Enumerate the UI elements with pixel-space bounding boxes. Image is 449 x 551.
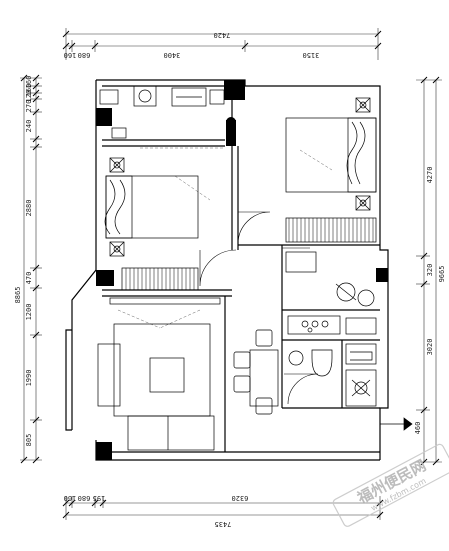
nightstand-top xyxy=(355,97,371,113)
second-bedroom xyxy=(104,157,199,291)
bed-pillows xyxy=(346,121,358,185)
tv-console xyxy=(109,297,221,305)
pillar-right-mid xyxy=(376,268,388,282)
balcony-fixtures xyxy=(99,85,225,139)
dim-top-3: 3400 xyxy=(164,51,181,59)
dim-left-9: 1990 xyxy=(25,370,33,387)
dim-left-4: 270 xyxy=(25,100,33,113)
dim-top-4: 3150 xyxy=(303,51,320,59)
pillar-bottom-left xyxy=(96,442,112,460)
dimension-text-right: 9665 4270 320 3020 460 xyxy=(414,167,446,435)
plant-icon xyxy=(226,117,236,127)
dimension-text-bottom: 160 680 195 6320 7435 xyxy=(64,494,249,528)
dim-right-4: 460 xyxy=(414,422,422,435)
dimension-text-top: 7420 160 680 3400 3150 xyxy=(64,31,320,59)
wardrobe-master-hatch xyxy=(288,218,374,242)
dining-table xyxy=(249,349,279,407)
bathroom xyxy=(288,343,377,407)
countertop-stove xyxy=(287,315,341,335)
sofa xyxy=(127,415,215,451)
dimension-text-left: 8865 160 160 120 270 240 2880 470 1200 1… xyxy=(14,76,33,447)
dim-left-2: 160 xyxy=(25,84,33,97)
rug xyxy=(113,323,211,417)
dim-left-7: 470 xyxy=(25,272,33,285)
washing-machine xyxy=(133,85,157,107)
washing-machine-drum xyxy=(138,89,152,103)
kitchen-appliance-2 xyxy=(357,289,375,307)
dim-bottom-2: 680 xyxy=(78,494,91,502)
dim-bottom-4: 6320 xyxy=(232,494,249,502)
washbasin xyxy=(288,350,304,366)
dim-right-total: 9665 xyxy=(438,266,446,283)
living-room xyxy=(97,297,221,451)
entry-door xyxy=(380,417,413,431)
pillar-top-mid xyxy=(224,80,245,100)
wardrobe-second xyxy=(121,267,199,291)
door-swings xyxy=(199,211,319,405)
wardrobe-master xyxy=(285,217,377,243)
nightstand-bottom xyxy=(355,195,371,211)
kitchen-appliance-1 xyxy=(336,282,356,302)
dim-bottom-3: 195 xyxy=(93,494,106,502)
dim-left-1: 160 xyxy=(25,76,33,89)
toilet xyxy=(311,349,333,377)
kitchen xyxy=(285,251,377,335)
double-bed-2 xyxy=(105,175,199,239)
dining-set xyxy=(233,329,279,415)
coffee-table xyxy=(149,357,185,393)
nightstand-2b xyxy=(109,241,125,257)
dimension-ticks xyxy=(20,30,440,519)
dim-top-1: 160 xyxy=(64,51,77,59)
armchair-left xyxy=(97,343,121,407)
bathroom-counter xyxy=(345,343,377,365)
dim-right-2: 320 xyxy=(426,264,434,277)
pillar-center xyxy=(226,120,236,146)
dim-left-5: 240 xyxy=(25,120,33,133)
utility-sink xyxy=(171,87,207,107)
pillar-left-upper xyxy=(96,108,112,126)
dim-top-total: 7420 xyxy=(214,31,231,39)
kitchen-sink xyxy=(345,317,377,335)
fridge xyxy=(285,251,317,273)
double-bed xyxy=(285,117,377,193)
ceiling-lines xyxy=(117,147,333,329)
dim-left-6: 2880 xyxy=(25,200,33,217)
dim-right-1: 4270 xyxy=(426,167,434,184)
dim-right-3: 3020 xyxy=(426,339,434,356)
pillar-left-mid xyxy=(96,270,114,286)
dim-left-10: 805 xyxy=(25,434,33,447)
dim-bottom-total: 7435 xyxy=(215,520,232,528)
dim-left-total: 8865 xyxy=(14,287,22,304)
master-bedroom xyxy=(285,97,377,243)
dim-left-3: 120 xyxy=(25,90,33,103)
nightstand-2a xyxy=(109,157,125,173)
dimension-lines xyxy=(20,28,442,520)
pillars[interactable] xyxy=(96,80,388,460)
dim-bottom-1: 160 xyxy=(64,494,77,502)
dim-top-2: 680 xyxy=(78,51,91,59)
dim-left-8: 1200 xyxy=(25,304,33,321)
shower-area xyxy=(345,369,377,407)
wardrobe-second-hatch xyxy=(125,268,195,290)
